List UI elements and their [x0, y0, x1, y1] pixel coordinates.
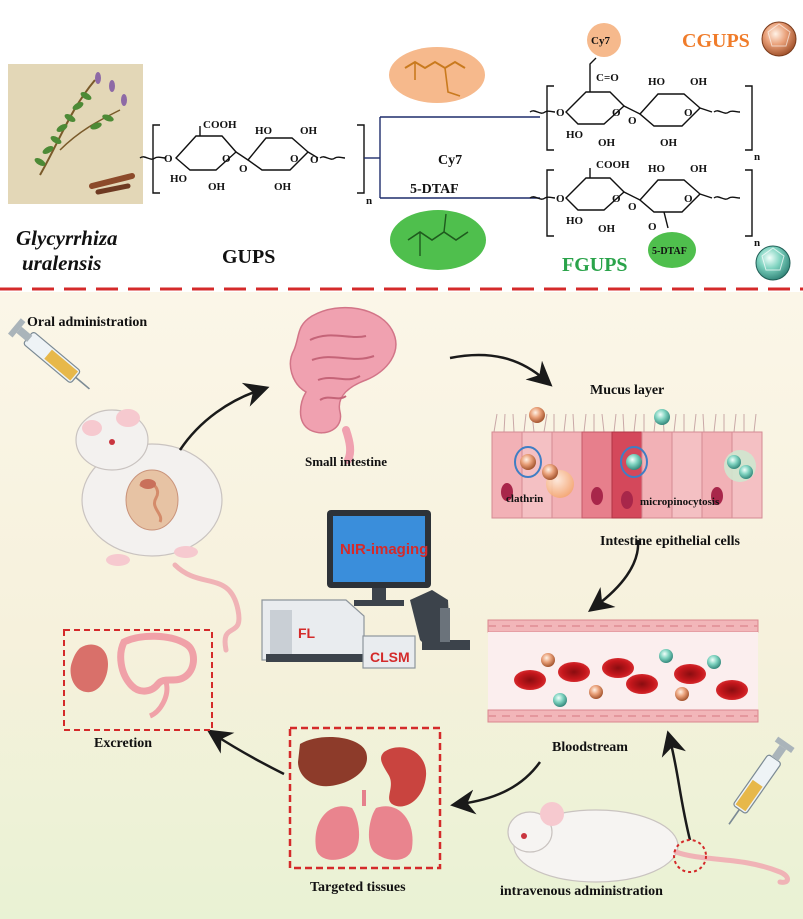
- arrow-epithelium-to-blood: [588, 539, 640, 613]
- targeted-tissues-box: [288, 726, 442, 870]
- gups-oh-1: OH: [300, 125, 318, 137]
- cy7-reaction-label: Cy7: [438, 153, 462, 168]
- cgups-ho-2: HO: [566, 129, 584, 141]
- cgups-label: CGUPS: [682, 30, 750, 52]
- cgups-oh-1: OH: [690, 76, 708, 88]
- gups-o-1: O: [164, 153, 173, 165]
- nir-imaging-label: NIR-imaging: [340, 541, 428, 558]
- cy7-reagent: [389, 47, 485, 103]
- gups-chemical-structure: [139, 124, 365, 194]
- bloodstream-label: Bloodstream: [552, 740, 628, 755]
- cgups-o-3: O: [628, 115, 637, 127]
- fgups-o-4: O: [684, 193, 693, 205]
- gups-oh-3: OH: [274, 181, 292, 193]
- cgups-o-2: O: [612, 107, 621, 119]
- gups-ho-1: HO: [255, 125, 273, 137]
- cy7-tag-bubble: [587, 23, 621, 57]
- fgups-teal-gem: [755, 245, 791, 281]
- gups-label: GUPS: [222, 246, 275, 268]
- cgups-carbonyl: C=O: [596, 72, 619, 84]
- fl-label: FL: [298, 625, 316, 641]
- excretion-box: [63, 629, 213, 731]
- fgups-n: n: [754, 237, 760, 249]
- small-intestine-illustration: [289, 306, 397, 464]
- intestine-epithelium-illustration: [491, 407, 763, 519]
- excretion-label: Excretion: [94, 736, 152, 751]
- intestine-epithelial-cells-label: Intestine epithelial cells: [600, 534, 741, 549]
- clsm-microscope: [362, 590, 470, 669]
- targeted-tissues-illustration: [298, 737, 427, 860]
- arrow-rat-to-intestine: [178, 382, 270, 451]
- cgups-n: n: [754, 151, 760, 163]
- gups-o-3: O: [239, 163, 248, 175]
- cgups-oh-3: OH: [660, 137, 678, 149]
- oral-administration-label: Oral administration: [27, 315, 147, 330]
- nir-imaging-monitor: [327, 510, 431, 606]
- fgups-ho-2: HO: [566, 215, 584, 227]
- gups-o-5: O: [310, 154, 319, 166]
- excretion-organs-illustration: [70, 632, 197, 719]
- arrow-tissues-to-excretion: [206, 729, 285, 776]
- cgups-oh-2: OH: [598, 137, 616, 149]
- clathrin-label: clathrin: [506, 493, 543, 505]
- iv-mouse-illustration: [507, 802, 790, 885]
- plant-name-line2: uralensis: [22, 251, 101, 275]
- cgups-o-4: O: [684, 107, 693, 119]
- fgups-o-3: O: [628, 201, 637, 213]
- oral-syringe-icon: [7, 318, 90, 390]
- plant-name-line1: Glycyrrhiza: [16, 226, 118, 250]
- clsm-label: CLSM: [370, 649, 410, 665]
- micropinocytosis-label: micropinocytosis: [640, 496, 720, 508]
- arrow-blood-to-tissues: [450, 761, 542, 815]
- fgups-ho-1: HO: [648, 163, 666, 175]
- fgups-oh-1: OH: [690, 163, 708, 175]
- gups-ho-2: HO: [170, 173, 188, 185]
- cy7-tag: Cy7: [591, 35, 610, 47]
- arrow-intestine-to-mucus: [449, 353, 553, 387]
- gups-n: n: [366, 195, 372, 207]
- fgups-o-1: O: [556, 193, 565, 205]
- arrow-iv-to-blood: [661, 730, 692, 841]
- dtaf-reagent: [390, 210, 486, 270]
- fgups-label: FGUPS: [562, 254, 628, 276]
- gups-oh-2: OH: [208, 181, 226, 193]
- intravenous-administration-label: intravenous administration: [500, 884, 663, 899]
- gups-cooh: COOH: [203, 119, 237, 131]
- dtaf-tag: 5-DTAF: [652, 246, 687, 257]
- fl-imaging-device: [261, 599, 365, 662]
- cgups-chemical-structure: [529, 44, 753, 151]
- fgups-cooh: COOH: [596, 159, 630, 171]
- cgups-o-1: O: [556, 107, 565, 119]
- fgups-o-2: O: [612, 193, 621, 205]
- dtaf-tag-bubble: [648, 232, 696, 268]
- gups-o-4: O: [290, 153, 299, 165]
- fgups-oh-2: OH: [598, 223, 616, 235]
- reaction-branch-lines: [364, 116, 540, 199]
- oral-rat-illustration: [75, 409, 242, 653]
- cgups-ho-1: HO: [648, 76, 666, 88]
- mucus-layer-label: Mucus layer: [590, 383, 664, 398]
- bloodstream-illustration: [487, 619, 759, 723]
- iv-syringe-icon: [728, 736, 795, 825]
- dtaf-reaction-label: 5-DTAF: [410, 182, 459, 197]
- targeted-tissues-label: Targeted tissues: [310, 880, 406, 895]
- glycyrrhiza-plant-illustration: [8, 64, 143, 204]
- small-intestine-label: Small intestine: [305, 454, 387, 469]
- fgups-chemical-structure: [529, 168, 753, 237]
- gups-o-2: O: [222, 153, 231, 165]
- fgups-o-5: O: [648, 221, 657, 233]
- cgups-orange-gem: [761, 21, 797, 57]
